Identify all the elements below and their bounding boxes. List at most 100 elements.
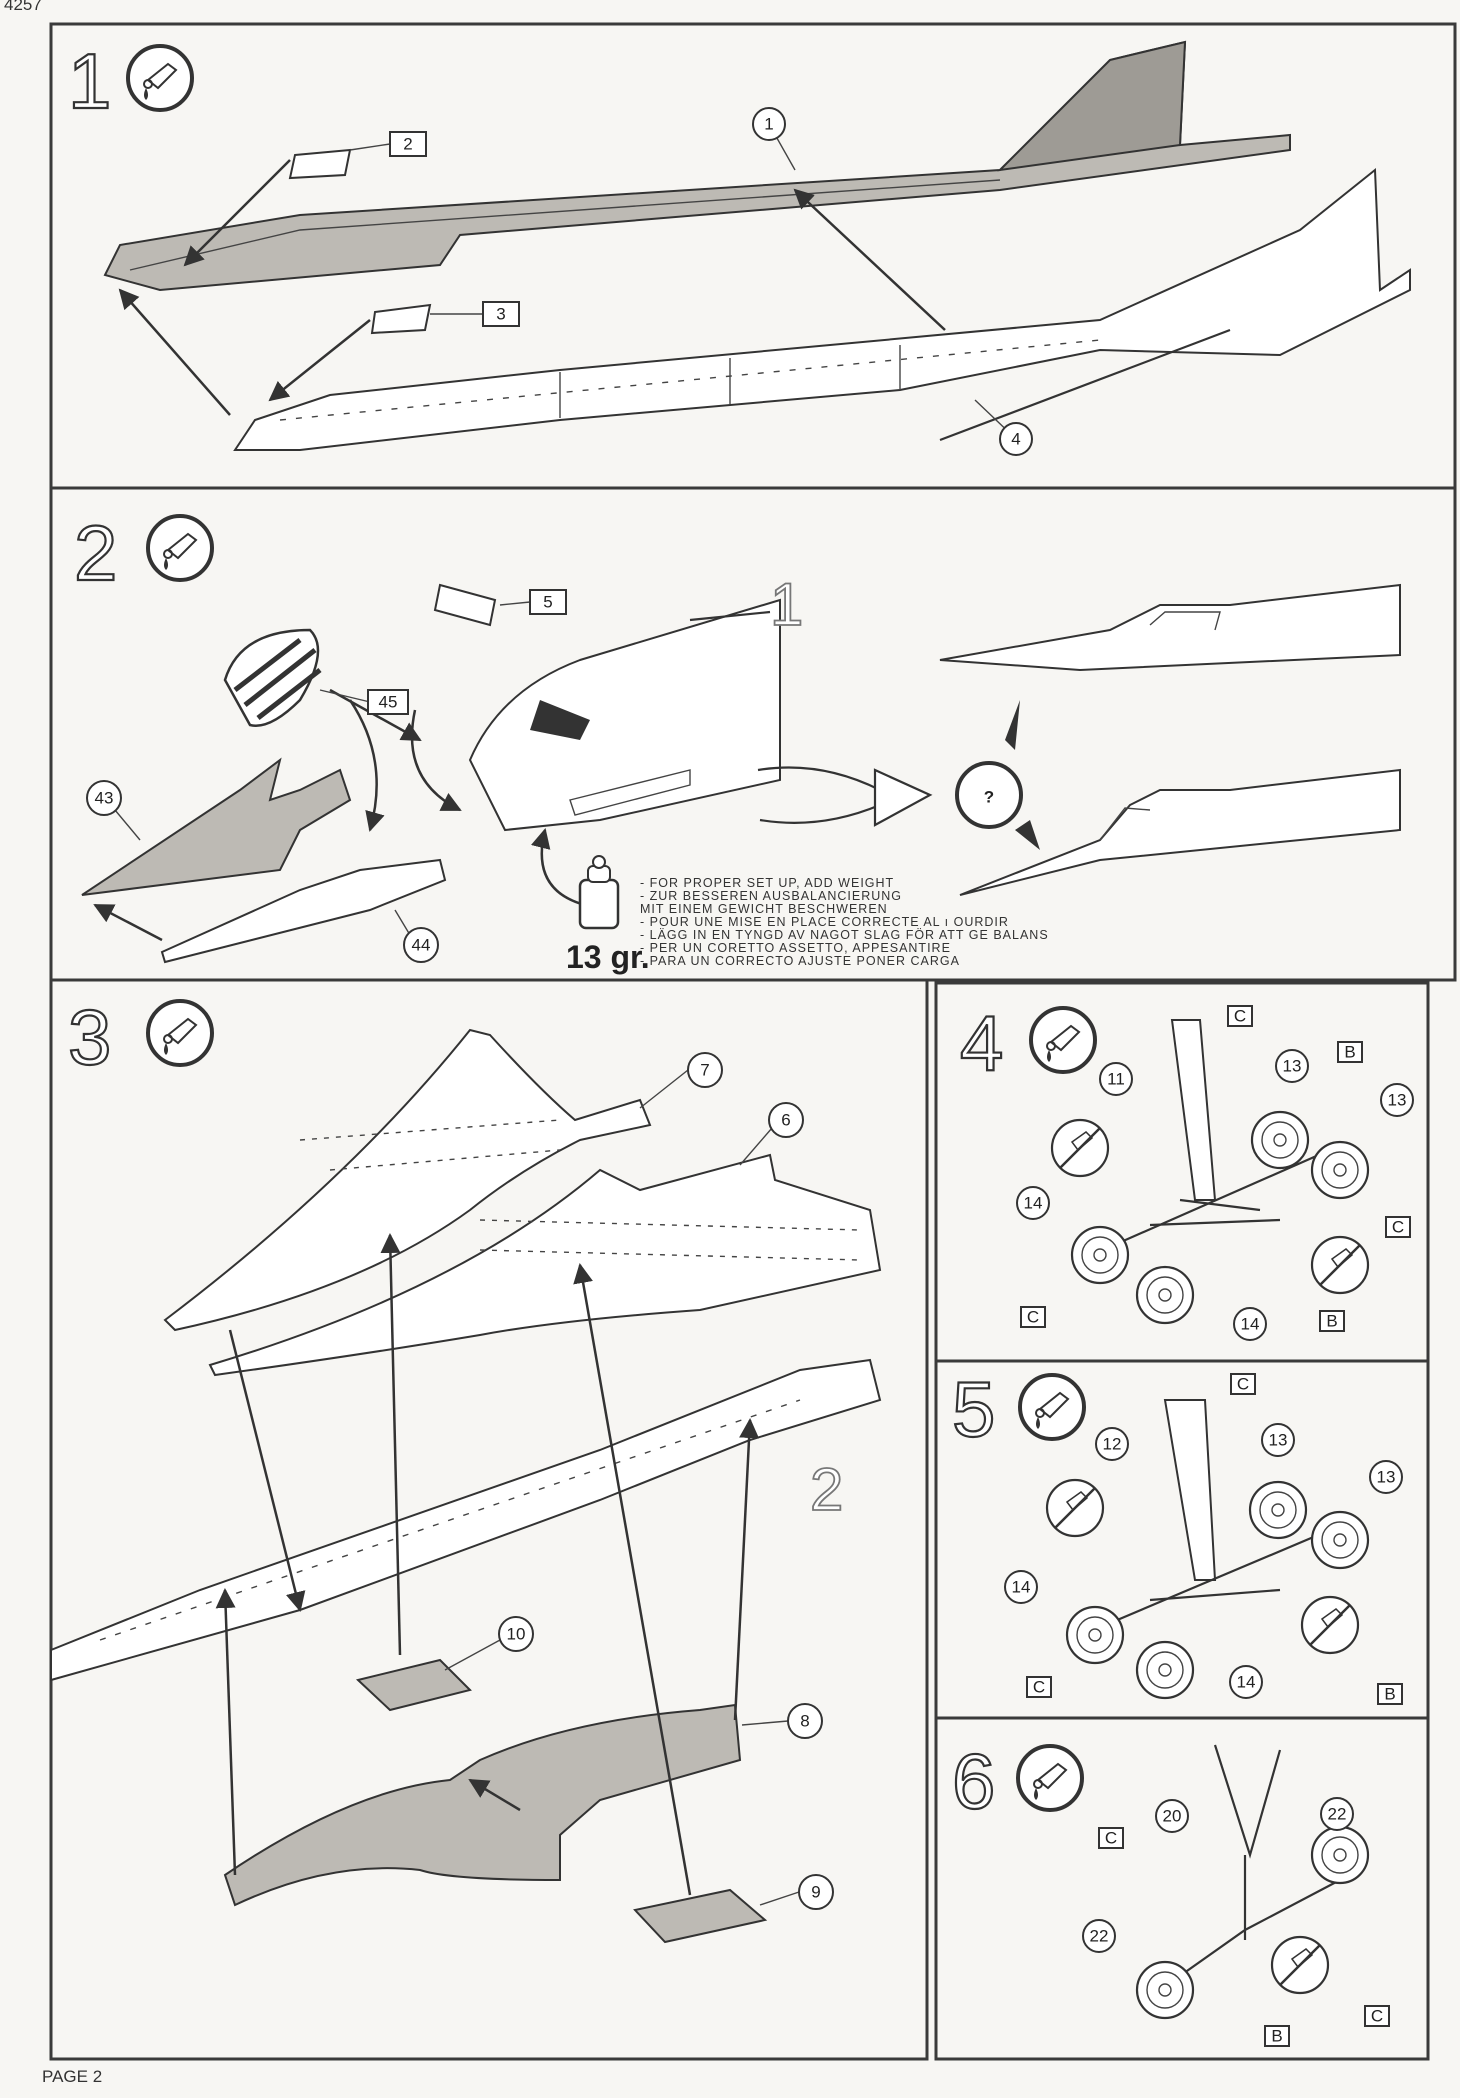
fuselage-upper-half bbox=[103, 40, 1291, 292]
svg-text:B: B bbox=[1344, 1043, 1355, 1062]
callout-part-9: 9 bbox=[759, 1874, 834, 1910]
svg-text:- ZUR BESSEREN AUSBALANCIERUNG: - ZUR BESSEREN AUSBALANCIERUNG bbox=[640, 889, 902, 903]
callout-part-6: 6 bbox=[739, 1102, 804, 1166]
fuselage-assembly bbox=[50, 1358, 882, 1682]
glue-tube-icon bbox=[1018, 1373, 1086, 1441]
svg-text:- LÄGG IN EN TYNGD AV NAGOT SL: - LÄGG IN EN TYNGD AV NAGOT SLAG FÖR ATT… bbox=[640, 928, 1049, 942]
svg-text:?: ? bbox=[984, 788, 994, 807]
step-number: 6 bbox=[952, 1737, 995, 1825]
flag-b: B bbox=[1319, 1310, 1345, 1332]
fuselage-nose-assembly bbox=[468, 598, 781, 832]
wheel-22 bbox=[1135, 1960, 1195, 2020]
wheel-14 bbox=[1135, 1640, 1195, 1700]
wheel-22 bbox=[1310, 1825, 1370, 1885]
landing-gear-strut-20 bbox=[1159, 1744, 1341, 1991]
callout-part-13: 13 bbox=[1380, 1083, 1414, 1117]
svg-text:22: 22 bbox=[1328, 1805, 1347, 1824]
glue-tube-icon bbox=[126, 44, 194, 112]
wheel-14 bbox=[1070, 1225, 1130, 1285]
wheel-14 bbox=[1135, 1265, 1195, 1325]
step-3-panel bbox=[49, 978, 929, 2061]
callout-part-14: 14 bbox=[1004, 1570, 1038, 1604]
callout-part-11: 11 bbox=[1099, 1062, 1133, 1096]
step-6-header: 6 bbox=[951, 1736, 1084, 1826]
callout-part-14: 14 bbox=[1233, 1307, 1267, 1341]
fuselage-lower-half bbox=[233, 167, 1411, 451]
svg-text:9: 9 bbox=[811, 1883, 820, 1902]
no-glue-icon bbox=[1045, 1478, 1105, 1538]
svg-text:14: 14 bbox=[1241, 1315, 1260, 1334]
step-number: 1 bbox=[68, 37, 111, 125]
flag-b: B bbox=[1337, 1041, 1363, 1063]
svg-text:4: 4 bbox=[1011, 430, 1020, 449]
step-1-header: 1 bbox=[67, 36, 194, 126]
svg-text:8: 8 bbox=[800, 1712, 809, 1731]
weight-amount: 13 gr. bbox=[566, 939, 650, 975]
svg-text:- PER UN CORETTO ASSETTO, APPE: - PER UN CORETTO ASSETTO, APPESANTIRE bbox=[640, 941, 951, 955]
callout-part-22: 22 bbox=[1082, 1919, 1116, 1953]
weight-icon bbox=[578, 855, 620, 930]
glue-tube-icon bbox=[146, 999, 214, 1067]
part-43-nose bbox=[81, 757, 352, 896]
svg-text:MIT EINEM GEWICHT BESCHWEREN: MIT EINEM GEWICHT BESCHWEREN bbox=[640, 902, 888, 916]
part-5-window bbox=[433, 583, 497, 627]
callout-part-20: 20 bbox=[1155, 1799, 1189, 1833]
svg-text:13: 13 bbox=[1388, 1091, 1407, 1110]
svg-text:C: C bbox=[1027, 1308, 1039, 1327]
kit-number: 4257 bbox=[4, 0, 42, 14]
flag-c: C bbox=[1227, 1005, 1253, 1027]
reference-step-number: 2 bbox=[810, 1456, 843, 1523]
step-3-header: 3 bbox=[67, 992, 214, 1082]
svg-text:13: 13 bbox=[1269, 1431, 1288, 1450]
svg-text:B: B bbox=[1326, 1312, 1337, 1331]
svg-text:45: 45 bbox=[379, 693, 398, 712]
svg-text:22: 22 bbox=[1090, 1927, 1109, 1946]
flag-b: B bbox=[1377, 1683, 1403, 1705]
part-6-wing-lower bbox=[208, 1153, 882, 1377]
glue-tube-icon bbox=[146, 514, 214, 582]
step-number: 2 bbox=[74, 509, 117, 597]
no-glue-icon bbox=[1300, 1595, 1360, 1655]
part-10-plate bbox=[355, 1658, 472, 1712]
svg-text:11: 11 bbox=[1107, 1070, 1125, 1089]
step-5-header: 5 bbox=[951, 1364, 1086, 1454]
svg-text:C: C bbox=[1234, 1007, 1246, 1026]
no-glue-icon bbox=[1270, 1935, 1330, 1995]
flag-b: B bbox=[1264, 2025, 1290, 2047]
step-2-header: 2 bbox=[73, 508, 214, 598]
svg-text:3: 3 bbox=[496, 305, 505, 324]
callout-part-22: 22 bbox=[1320, 1797, 1354, 1831]
glue-tube-icon bbox=[1029, 1006, 1097, 1074]
weight-instructions: - FOR PROPER SET UP, ADD WEIGHT - ZUR BE… bbox=[640, 876, 1049, 968]
no-glue-icon bbox=[1310, 1235, 1370, 1295]
wheel-13 bbox=[1310, 1510, 1370, 1570]
flag-c: C bbox=[1230, 1373, 1256, 1395]
callout-part-3: 3 bbox=[430, 301, 520, 327]
callout-part-13: 13 bbox=[1275, 1049, 1309, 1083]
nose-visor-up-view bbox=[939, 583, 1401, 672]
question-mark-icon: ? bbox=[955, 700, 1040, 850]
part-2-piece bbox=[288, 148, 352, 180]
svg-text:10: 10 bbox=[507, 1625, 526, 1644]
callout-part-7: 7 bbox=[639, 1052, 723, 1109]
flag-c: C bbox=[1385, 1216, 1411, 1238]
part-7-wing-upper bbox=[163, 1028, 652, 1332]
callout-part-14: 14 bbox=[1016, 1186, 1050, 1220]
svg-text:44: 44 bbox=[412, 936, 431, 955]
svg-text:2: 2 bbox=[403, 135, 412, 154]
svg-text:C: C bbox=[1392, 1218, 1404, 1237]
svg-text:- FOR PROPER SET UP, ADD WEIGH: - FOR PROPER SET UP, ADD WEIGHT bbox=[640, 876, 894, 890]
wheel-13 bbox=[1250, 1110, 1310, 1170]
svg-text:C: C bbox=[1371, 2007, 1383, 2026]
svg-text:14: 14 bbox=[1024, 1194, 1043, 1213]
flag-c: C bbox=[1026, 1676, 1052, 1698]
callout-part-45: 45 bbox=[319, 689, 409, 715]
flag-c: C bbox=[1020, 1306, 1046, 1328]
callout-part-5: 5 bbox=[499, 589, 567, 615]
step-number: 5 bbox=[952, 1365, 995, 1453]
part-44-nose-lower bbox=[160, 858, 447, 964]
svg-text:7: 7 bbox=[700, 1061, 709, 1080]
svg-text:43: 43 bbox=[95, 789, 114, 808]
page-label: PAGE 2 bbox=[42, 2067, 102, 2086]
reference-step-number: 1 bbox=[770, 571, 803, 638]
